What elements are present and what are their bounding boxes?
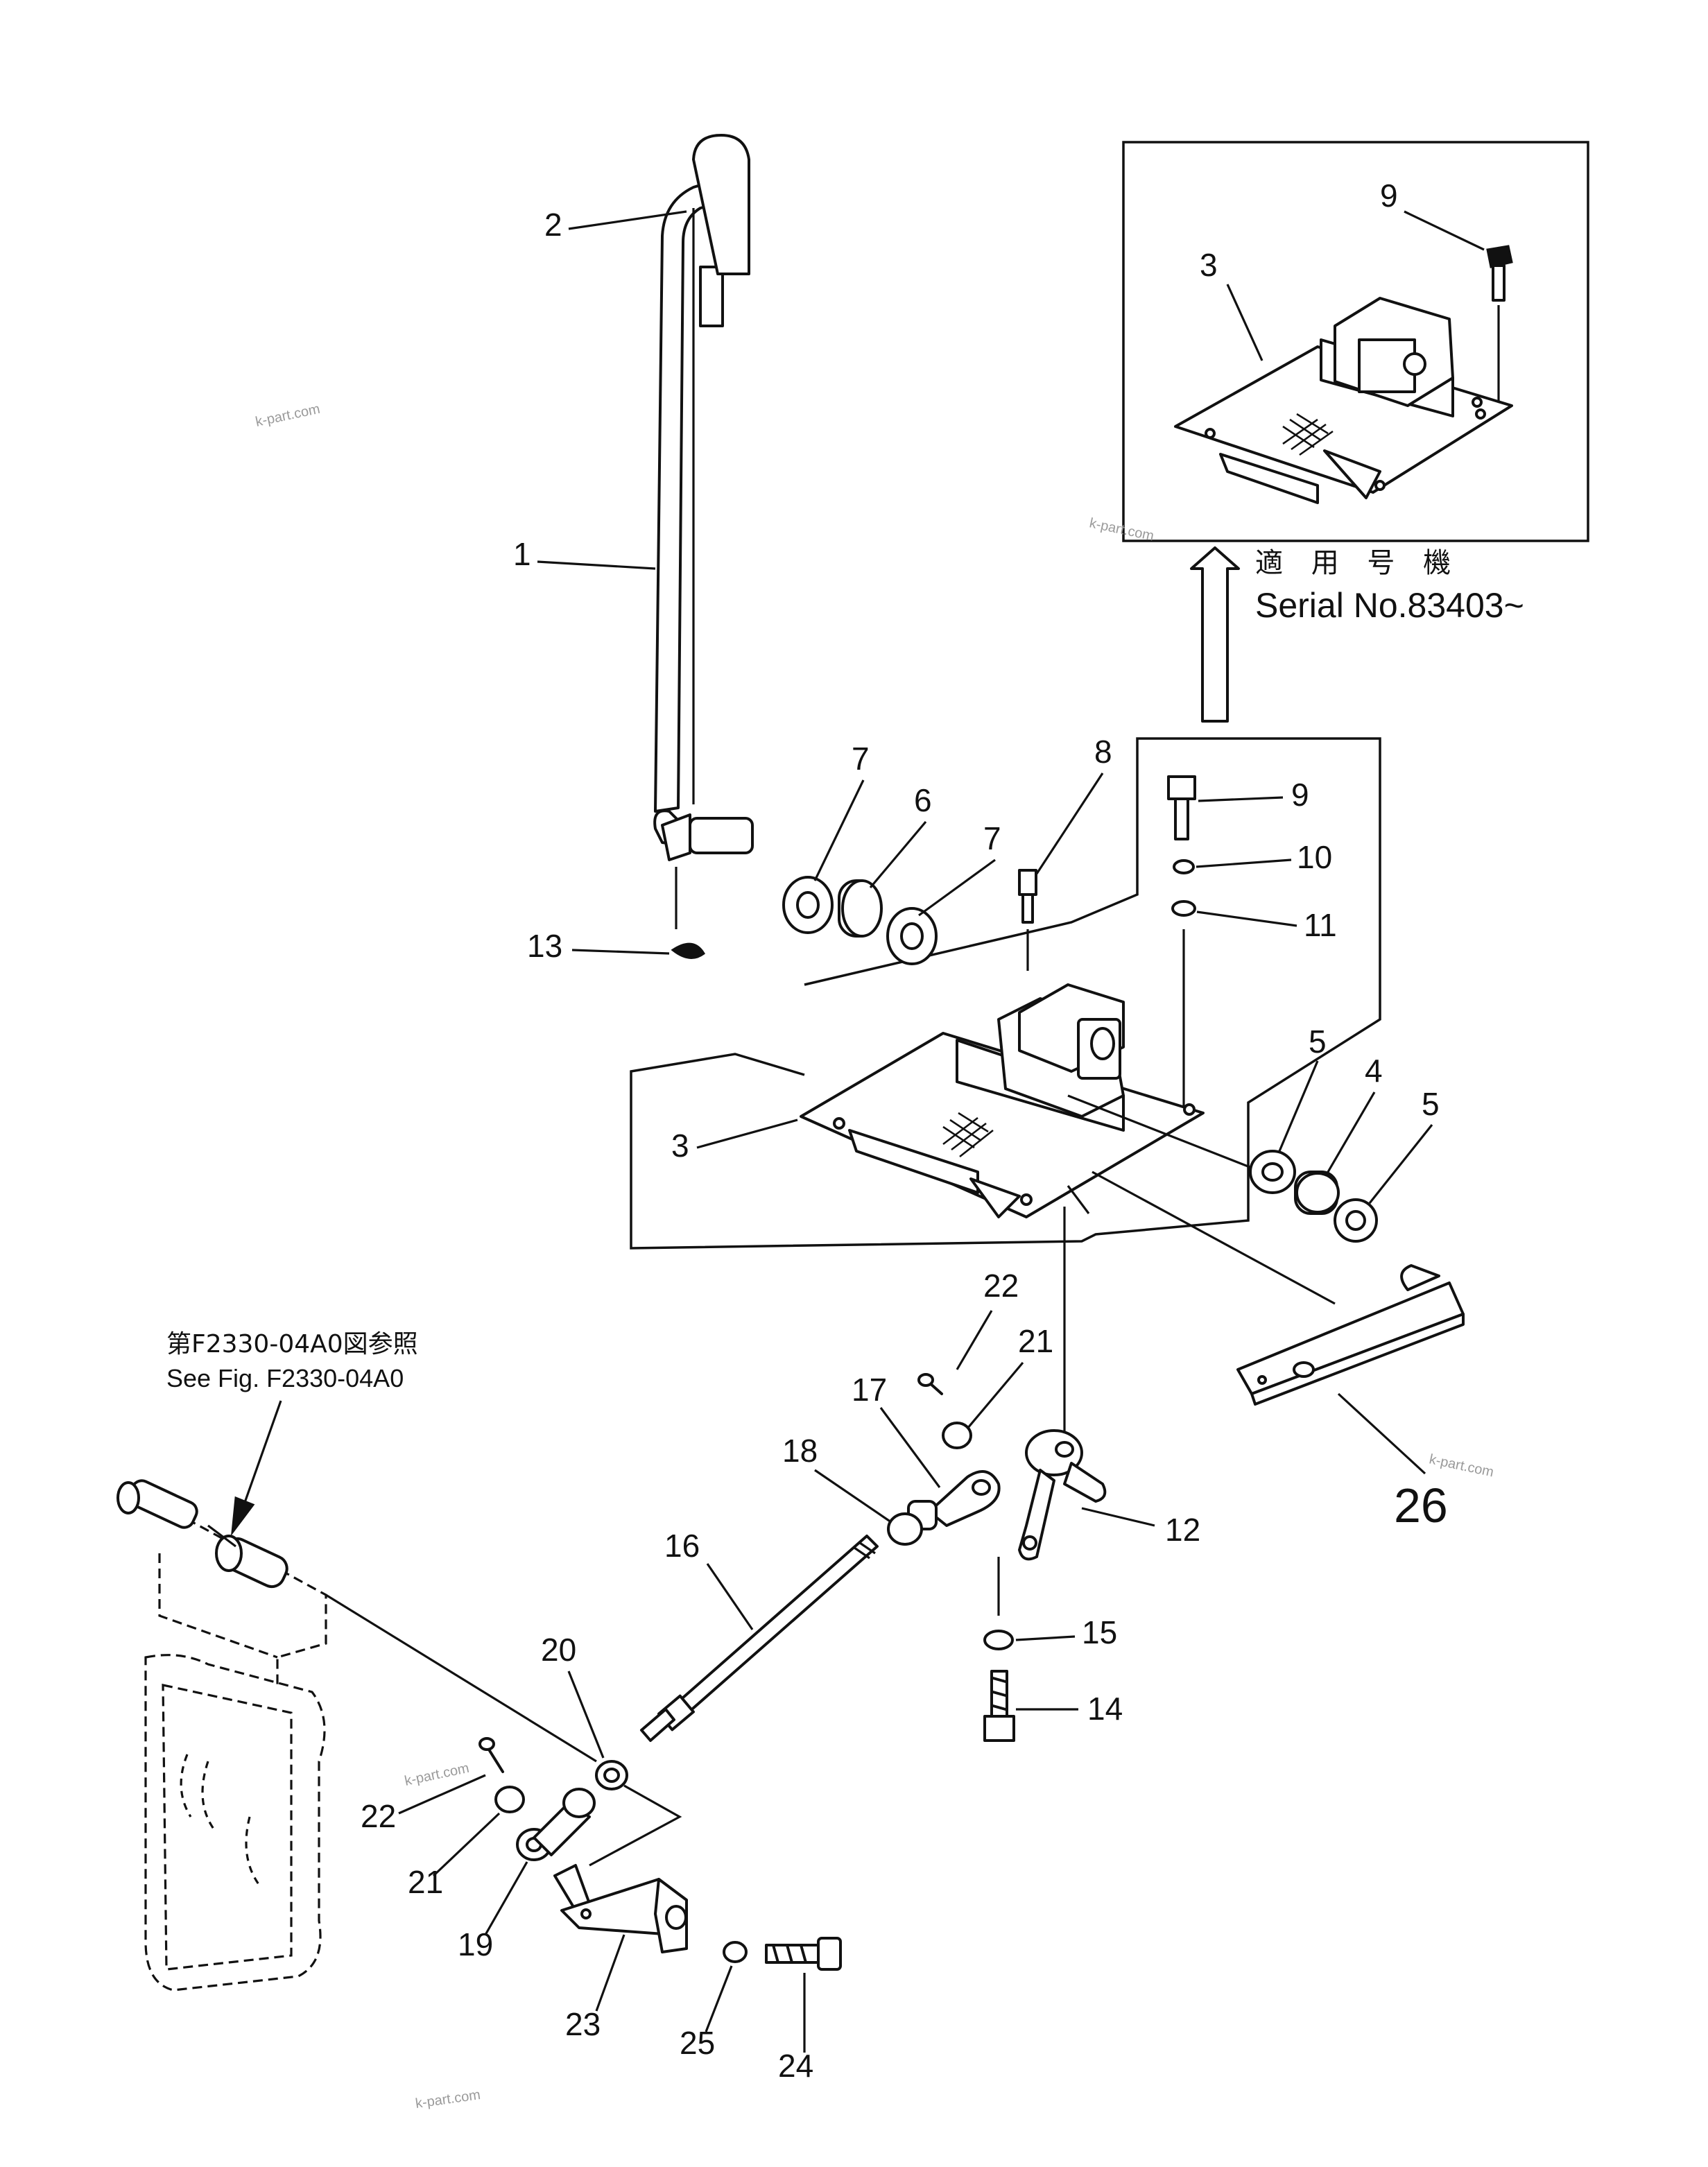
callout-6: 6 (914, 782, 932, 818)
callout-7-left: 7 (852, 741, 870, 777)
callout-16: 16 (664, 1528, 700, 1564)
callout-21-upper: 21 (1018, 1323, 1053, 1359)
arm-lever-drawing (997, 1429, 1107, 1616)
watermark-3: k-part.com (1428, 1451, 1495, 1480)
rod-end-upper-drawing (887, 1373, 1001, 1546)
callout-26: 26 (1394, 1478, 1448, 1533)
reference-note-en: See Fig. F2330-04A0 (166, 1364, 404, 1392)
callout-10: 10 (1297, 839, 1332, 875)
callout-3: 3 (671, 1128, 689, 1164)
lower-lever-drawing (553, 1864, 842, 1971)
control-lever-drawing (653, 134, 754, 861)
referenced-assembly-drawing (117, 1479, 327, 1992)
inset-bracket-drawing (1174, 297, 1513, 504)
callout-8: 8 (1094, 734, 1112, 770)
callout-17: 17 (852, 1372, 887, 1408)
callout-1: 1 (513, 536, 531, 572)
reference-link-line (325, 1594, 597, 1763)
callout-21-lower: 21 (408, 1864, 443, 1900)
watermark-1: k-part.com (254, 402, 321, 430)
grease-fitting-drawing (1018, 869, 1037, 971)
callout-11: 11 (1304, 907, 1337, 943)
nut-lower-drawing (595, 1760, 628, 1790)
callout-12: 12 (1165, 1512, 1200, 1548)
callout-13: 13 (527, 928, 562, 964)
watermark-5: k-part.com (415, 2087, 482, 2112)
lever-bolt-drawing (983, 1630, 1015, 1742)
reference-arrow (230, 1400, 282, 1537)
bushing-set-right-drawing (1249, 1150, 1378, 1243)
rod-end-lower-drawing (478, 1737, 596, 1861)
inset-panel: 9 3 (1122, 141, 1589, 542)
inset-bolt-drawing (1486, 245, 1513, 402)
callout-9: 9 (1291, 777, 1309, 813)
callout-25: 25 (680, 2025, 715, 2061)
callout-3-inset: 3 (1200, 247, 1218, 283)
watermark-4: k-part.com (403, 1761, 470, 1789)
callout-4: 4 (1365, 1053, 1383, 1089)
serial-arrow (1190, 546, 1240, 723)
callout-5-right: 5 (1422, 1086, 1440, 1122)
main-bracket-drawing (800, 983, 1336, 1305)
callout-20: 20 (541, 1632, 576, 1668)
callout-22-upper: 22 (983, 1268, 1019, 1304)
assembly-frame (630, 737, 1381, 1250)
reference-note-jp: 第F2330-04A0図参照 (166, 1330, 418, 1358)
callout-23: 23 (565, 2006, 601, 2042)
bolt-washer-stack-drawing (1167, 775, 1196, 1110)
callout-15: 15 (1082, 1614, 1117, 1650)
callout-5-left: 5 (1309, 1024, 1327, 1060)
callout-2: 2 (544, 207, 562, 243)
callout-7-right: 7 (983, 820, 1001, 856)
rod-drawing (640, 1535, 879, 1742)
callout-9-inset: 9 (1380, 178, 1398, 214)
bushing-set-left-drawing (782, 876, 938, 965)
plate-drawing (1236, 1264, 1465, 1406)
callout-18: 18 (782, 1433, 818, 1469)
serial-note-en: Serial No.83403~ (1255, 586, 1524, 625)
serial-note-jp: 適 用 号 機 (1255, 547, 1460, 579)
callout-24: 24 (778, 2048, 813, 2084)
watermark-2: k-part.com (1088, 515, 1155, 544)
callout-22-lower: 22 (361, 1798, 396, 1834)
callout-14: 14 (1087, 1691, 1123, 1727)
key-drawing (671, 867, 705, 959)
